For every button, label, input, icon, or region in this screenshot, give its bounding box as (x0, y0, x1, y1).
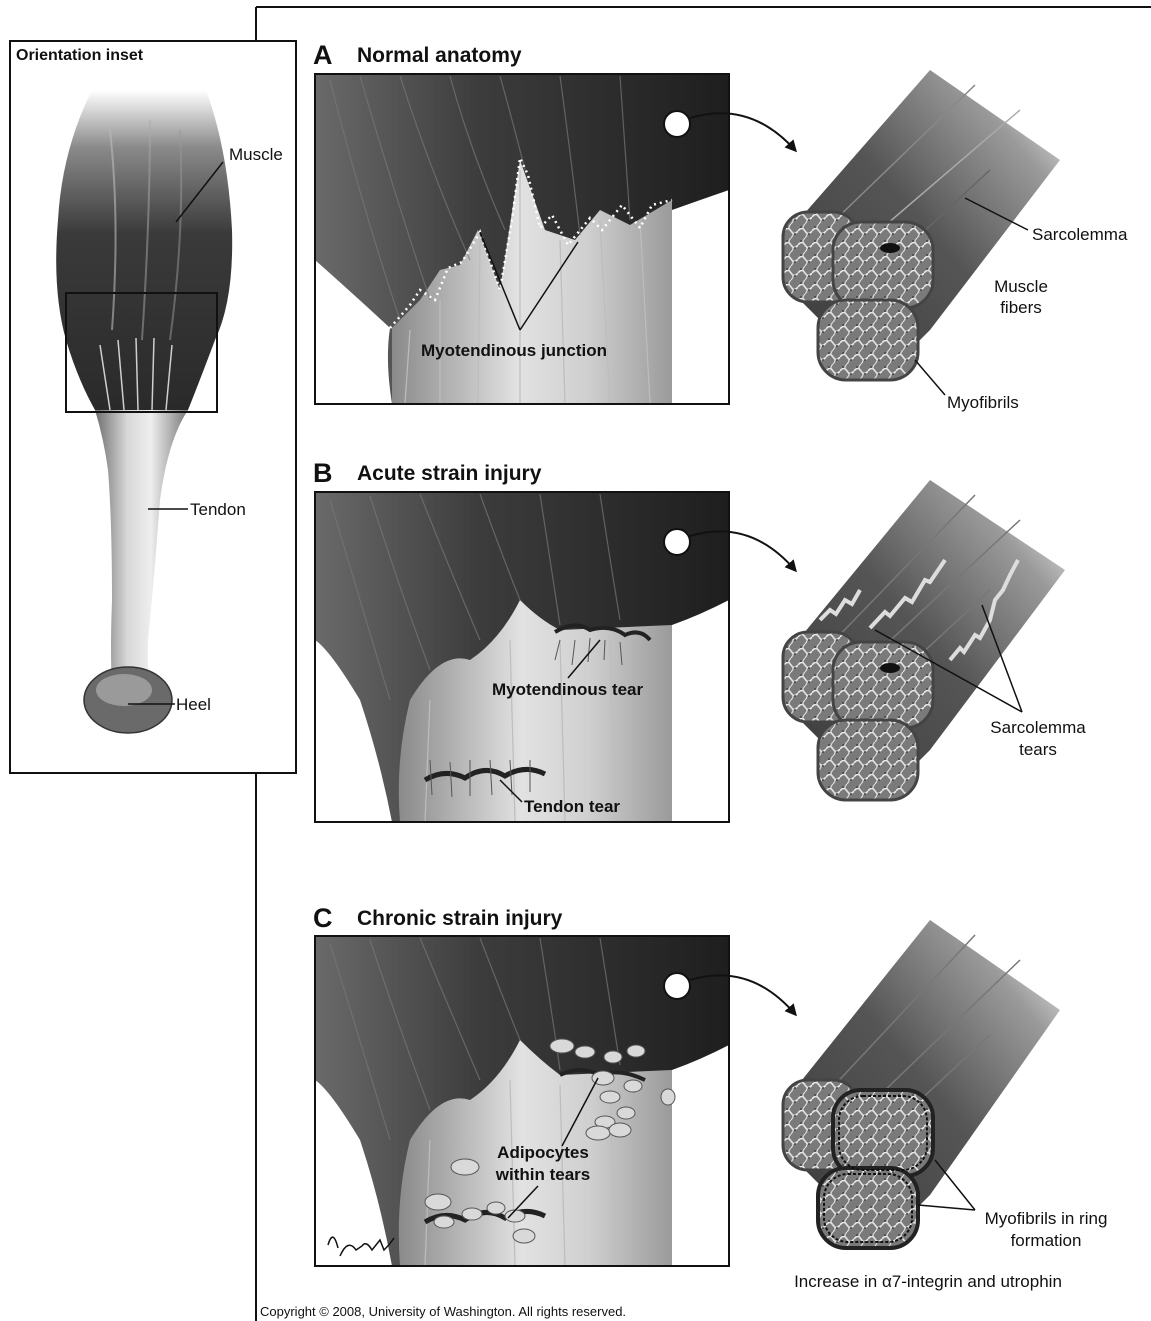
muscle-fibers-label-1: Muscle (994, 277, 1048, 296)
myotendinous-junction-label: Myotendinous junction (421, 341, 607, 360)
adipocytes-label-2: within tears (495, 1165, 590, 1184)
panel-c-title: Chronic strain injury (357, 907, 563, 930)
sarcolemma-label: Sarcolemma (1032, 225, 1128, 244)
tendon-tear-label: Tendon tear (524, 797, 620, 816)
zoom-point-c (664, 973, 690, 999)
zoom-point-b (664, 529, 690, 555)
muscle-fibers-label-2: fibers (1000, 298, 1042, 317)
panel-b: B Acute strain injury Myotendinous tear … (313, 458, 795, 822)
inset-title: Orientation inset (16, 47, 144, 64)
zoom-point-a (664, 111, 690, 137)
ring-formation-label-1: Myofibrils in ring (985, 1209, 1108, 1228)
panel-a-title: Normal anatomy (357, 44, 522, 67)
muscle-label: Muscle (229, 145, 283, 164)
sarcolemma-tears-label-1: Sarcolemma (990, 718, 1086, 737)
ring-formation-label-2: formation (1011, 1231, 1082, 1250)
adipocytes-label-1: Adipocytes (497, 1143, 589, 1162)
panel-c: C Chronic strain injury (313, 903, 795, 1266)
sarcolemma-tears-label-2: tears (1019, 740, 1057, 759)
panel-a-letter: A (313, 40, 333, 70)
panel-a: A Normal anatomy Myotendinous junction (313, 40, 795, 404)
panel-c-letter: C (313, 903, 333, 933)
tendon-label: Tendon (190, 500, 246, 519)
footnote: Increase in α7-integrin and utrophin (794, 1272, 1062, 1291)
ring-leader-1 (935, 1160, 975, 1210)
fiber-bundle-c (783, 920, 1060, 1248)
orientation-inset: Orientation inset Muscle Tendon Heel (10, 41, 296, 773)
panel-b-title: Acute strain injury (357, 462, 542, 485)
ring-leader-2 (918, 1205, 975, 1210)
myofibrils-leader (915, 360, 945, 395)
panel-b-letter: B (313, 458, 333, 488)
heel-label: Heel (176, 695, 211, 714)
copyright: Copyright © 2008, University of Washingt… (260, 1304, 626, 1319)
myotendinous-tear-label: Myotendinous tear (492, 680, 644, 699)
myofibrils-label: Myofibrils (947, 393, 1019, 412)
